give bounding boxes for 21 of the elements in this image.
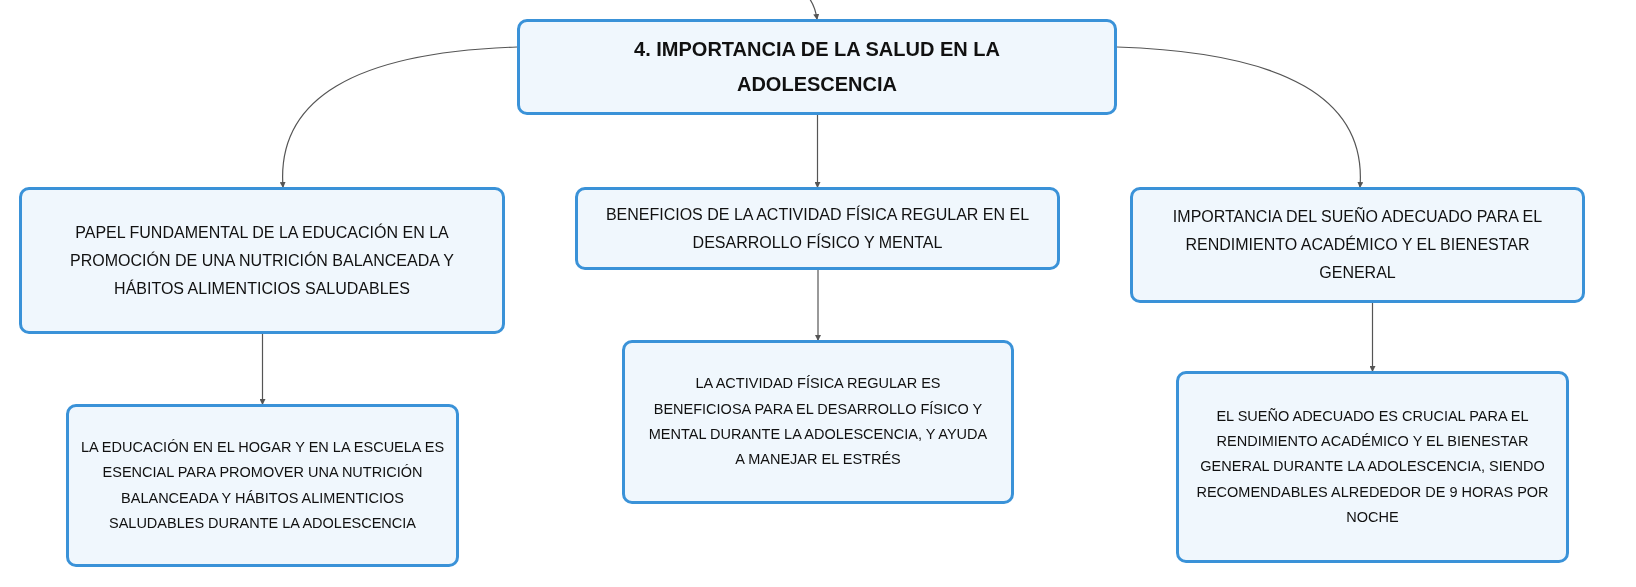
topic-text: LA EDUCACIÓN EN EL HOGAR Y EN LA ESCUELA ES ESENCIAL PARA PROMOVER UNA NUTRICIÓN BALANCEADA Y HÁBITOS ALIMENTICIOS SALUDABLES DURANTE LA ADOLESCENCIA <box>79 437 446 533</box>
connector-arrow <box>815 269 821 341</box>
topic-box <box>1130 187 1585 303</box>
connector-arrow <box>280 46 518 188</box>
topic-text: PAPEL FUNDAMENTAL DE LA EDUCACIÓN EN LA PROMOCIÓN DE UNA NUTRICIÓN BALANCEADA Y HÁBITOS ALIMENTICIOS SALUDABLES <box>69 222 455 299</box>
topic-box <box>66 404 459 567</box>
topic-text: 4. IMPORTANCIA DE LA SALUD EN LA ADOLESCENCIA <box>633 37 1001 97</box>
connector-arrow <box>259 333 266 405</box>
topic-box <box>517 19 1117 115</box>
topic-text: BENEFICIOS DE LA ACTIVIDAD FÍSICA REGULAR EN EL DESARROLLO FÍSICO Y MENTAL <box>604 204 1031 253</box>
connector-arrow <box>808 0 820 20</box>
topic-box <box>575 187 1060 270</box>
connector-arrow <box>1116 46 1363 188</box>
topic-text: LA ACTIVIDAD FÍSICA REGULAR ES BENEFICIOSA PARA EL DESARROLLO FÍSICO Y MENTAL DURANTE LA ADOLESCENCIA, Y AYUDA A MANEJAR EL ESTRÉS <box>647 374 989 470</box>
topic-box <box>1176 371 1569 563</box>
topic-text: EL SUEÑO ADECUADO ES CRUCIAL PARA EL RENDIMIENTO ACADÉMICO Y EL BIENESTAR GENERAL DURANTE LA ADOLESCENCIA, SIENDO RECOMENDABLES ALREDEDOR DE 9 HORAS POR NOCHE <box>1195 406 1550 528</box>
connector-arrow <box>1369 302 1376 372</box>
connector-arrow <box>814 114 821 188</box>
topic-box <box>19 187 505 334</box>
topic-text: IMPORTANCIA DEL SUEÑO ADECUADO PARA EL RENDIMIENTO ACADÉMICO Y EL BIENESTAR GENERAL <box>1171 206 1544 283</box>
topic-box <box>622 340 1014 504</box>
